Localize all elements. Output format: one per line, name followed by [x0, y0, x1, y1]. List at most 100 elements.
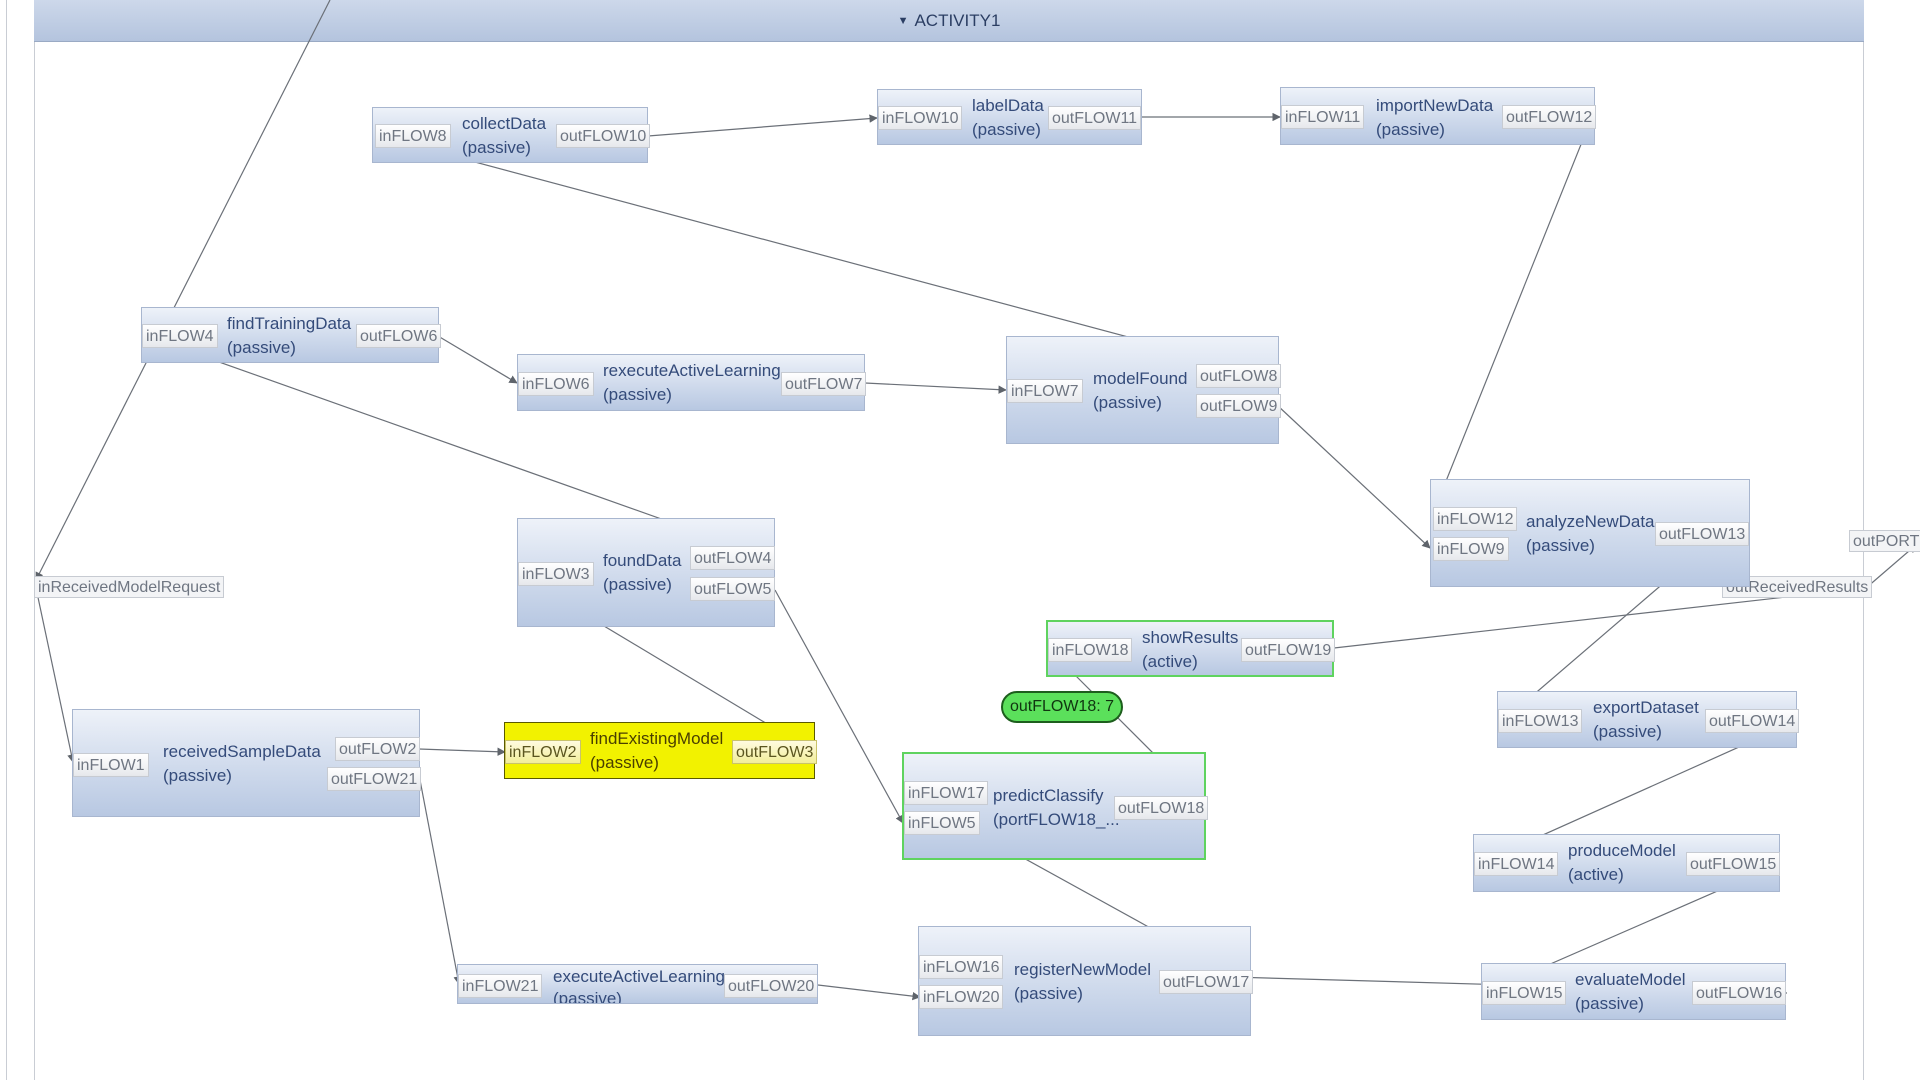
node-kind: (passive)	[1093, 393, 1162, 412]
in-port[interactable]: inFLOW10	[878, 106, 963, 130]
node-kind: (passive)	[603, 575, 672, 594]
node-execute-active-learning[interactable]: executeActiveLearning (passive) inFLOW21…	[457, 964, 818, 1004]
node-title: findTrainingData	[227, 314, 352, 333]
activity-left-edge	[34, 41, 35, 1080]
node-kind: (passive)	[1593, 722, 1662, 741]
node-kind: (passive)	[1376, 120, 1445, 139]
node-received-sample-data[interactable]: receivedSampleData (passive) inFLOW1 out…	[72, 709, 422, 817]
in-port[interactable]: inFLOW7	[1007, 379, 1083, 403]
node-model-found[interactable]: modelFound (passive) inFLOW7 outFLOW8 ou…	[1006, 336, 1282, 444]
out-port[interactable]: outFLOW12	[1502, 105, 1597, 129]
out-port[interactable]: outFLOW13	[1655, 522, 1750, 546]
in-port[interactable]: inFLOW20	[919, 985, 1004, 1009]
node-find-existing-model[interactable]: findExistingModel (passive) inFLOW2 outF…	[504, 722, 818, 779]
node-found-data[interactable]: foundData (passive) inFLOW3 outFLOW4 out…	[517, 518, 776, 627]
node-label-data[interactable]: labelData (passive) inFLOW10 outFLOW11	[877, 89, 1142, 145]
in-port[interactable]: inFLOW4	[142, 324, 218, 348]
node-kind: (passive)	[1014, 984, 1083, 1003]
node-title: rexecuteActiveLearning	[603, 361, 781, 380]
in-port[interactable]: inFLOW5	[904, 811, 980, 835]
in-port[interactable]: inFLOW21	[458, 974, 543, 998]
out-port[interactable]: outFLOW8	[1196, 364, 1282, 388]
in-port[interactable]: inFLOW13	[1498, 709, 1583, 733]
node-kind: (passive)	[227, 338, 296, 357]
in-port[interactable]: inFLOW6	[518, 372, 594, 396]
edge-flow1	[35, 587, 76, 763]
node-title: receivedSampleData	[163, 742, 321, 761]
out-port[interactable]: outFLOW15	[1686, 852, 1781, 876]
edge-flow2	[418, 747, 506, 756]
edge-flow9	[1276, 404, 1431, 549]
in-port[interactable]: inFLOW14	[1474, 852, 1559, 876]
node-title: executeActiveLearning	[553, 967, 726, 986]
out-port[interactable]: outFLOW5	[690, 577, 776, 601]
in-port[interactable]: inFLOW17	[904, 781, 989, 805]
edge-flow7	[864, 382, 1007, 394]
in-port[interactable]: inFLOW9	[1433, 537, 1509, 561]
node-kind: (active)	[1568, 865, 1624, 884]
port-in-received-model-request[interactable]: inReceivedModelRequest	[34, 576, 225, 598]
out-port[interactable]: outFLOW14	[1705, 709, 1800, 733]
node-title: findExistingModel	[590, 729, 724, 748]
node-title: modelFound	[1093, 369, 1188, 388]
out-port[interactable]: outFLOW18	[1114, 796, 1209, 820]
node-title: labelData	[972, 96, 1044, 115]
node-produce-model[interactable]: produceModel (active) inFLOW14 outFLOW15	[1473, 834, 1781, 892]
edge-flow20	[817, 984, 921, 1001]
in-port[interactable]: inFLOW15	[1482, 981, 1567, 1005]
node-rexecute-active-learning[interactable]: rexecuteActiveLearning (passive) inFLOW6…	[517, 354, 867, 411]
port-out-port[interactable]: outPORT	[1849, 530, 1920, 552]
out-port[interactable]: outFLOW19	[1241, 638, 1336, 662]
out-port[interactable]: outFLOW10	[556, 124, 651, 148]
in-port[interactable]: inFLOW18	[1048, 638, 1133, 662]
in-port[interactable]: inFLOW3	[518, 562, 594, 586]
node-predict-classify[interactable]: predictClassify (portFLOW18_... inFLOW17…	[902, 752, 1209, 860]
node-evaluate-model[interactable]: evaluateModel (passive) inFLOW15 outFLOW…	[1481, 963, 1787, 1020]
out-port[interactable]: outFLOW4	[690, 546, 776, 570]
out-port[interactable]: outFLOW11	[1048, 106, 1142, 130]
node-export-dataset[interactable]: exportDataset (passive) inFLOW13 outFLOW…	[1497, 691, 1800, 748]
edge-flow10	[647, 114, 878, 137]
node-collect-data[interactable]: collectData (passive) inFLOW8 outFLOW10	[372, 107, 651, 163]
in-port[interactable]: inFLOW1	[73, 753, 149, 777]
edge-flow5	[774, 589, 904, 824]
activity-title-bar[interactable]: ▼ ACTIVITY1	[34, 0, 1864, 42]
activity-title: ACTIVITY1	[914, 10, 1001, 30]
in-port[interactable]: inFLOW11	[1281, 105, 1365, 129]
in-port[interactable]: inFLOW12	[1433, 507, 1518, 531]
out-port[interactable]: outFLOW6	[356, 324, 442, 348]
node-kind: (passive)	[163, 766, 232, 785]
out-port[interactable]: outFLOW21	[327, 767, 422, 791]
node-register-new-model[interactable]: registerNewModel (passive) inFLOW16 inFL…	[918, 926, 1254, 1036]
out-port[interactable]: outFLOW17	[1159, 970, 1254, 994]
collapse-caret-icon[interactable]: ▼	[897, 14, 909, 27]
node-title: analyzeNewData	[1526, 512, 1655, 531]
out-port[interactable]: outFLOW3	[732, 740, 818, 764]
node-title: evaluateModel	[1575, 970, 1686, 989]
out-port[interactable]: outFLOW9	[1196, 394, 1282, 418]
node-kind: (passive)	[972, 120, 1041, 139]
node-kind: (passive)	[603, 385, 672, 404]
edge-flow21	[419, 779, 462, 985]
out-port[interactable]: outFLOW7	[781, 372, 867, 396]
edge-flow6	[437, 335, 518, 384]
left-border	[6, 0, 7, 1080]
node-title: produceModel	[1568, 841, 1676, 860]
node-import-new-data[interactable]: importNewData (passive) inFLOW11 outFLOW…	[1280, 87, 1597, 145]
in-port[interactable]: inFLOW8	[375, 124, 451, 148]
out-port[interactable]: outFLOW16	[1692, 981, 1787, 1005]
in-port[interactable]: inFLOW2	[505, 740, 581, 764]
node-title: importNewData	[1376, 96, 1494, 115]
node-kind: (passive)	[462, 138, 531, 157]
out-port[interactable]: outFLOW2	[335, 737, 421, 761]
port-out-received-results[interactable]: outReceivedResults	[1722, 576, 1873, 598]
out-port[interactable]: outFLOW20	[724, 974, 817, 998]
flow-token-count-badge: outFLOW18: 7	[1001, 691, 1123, 723]
node-show-results[interactable]: showResults (active) inFLOW18 outFLOW19	[1046, 620, 1336, 677]
node-analyze-new-data[interactable]: analyzeNewData (passive) inFLOW12 inFLOW…	[1430, 479, 1750, 587]
activity-right-edge	[1863, 41, 1864, 1080]
node-find-training-data[interactable]: findTrainingData (passive) inFLOW4 outFL…	[141, 307, 442, 363]
in-port[interactable]: inFLOW16	[919, 955, 1004, 979]
node-title: collectData	[462, 114, 547, 133]
node-kind: (portFLOW18_...	[993, 810, 1120, 829]
